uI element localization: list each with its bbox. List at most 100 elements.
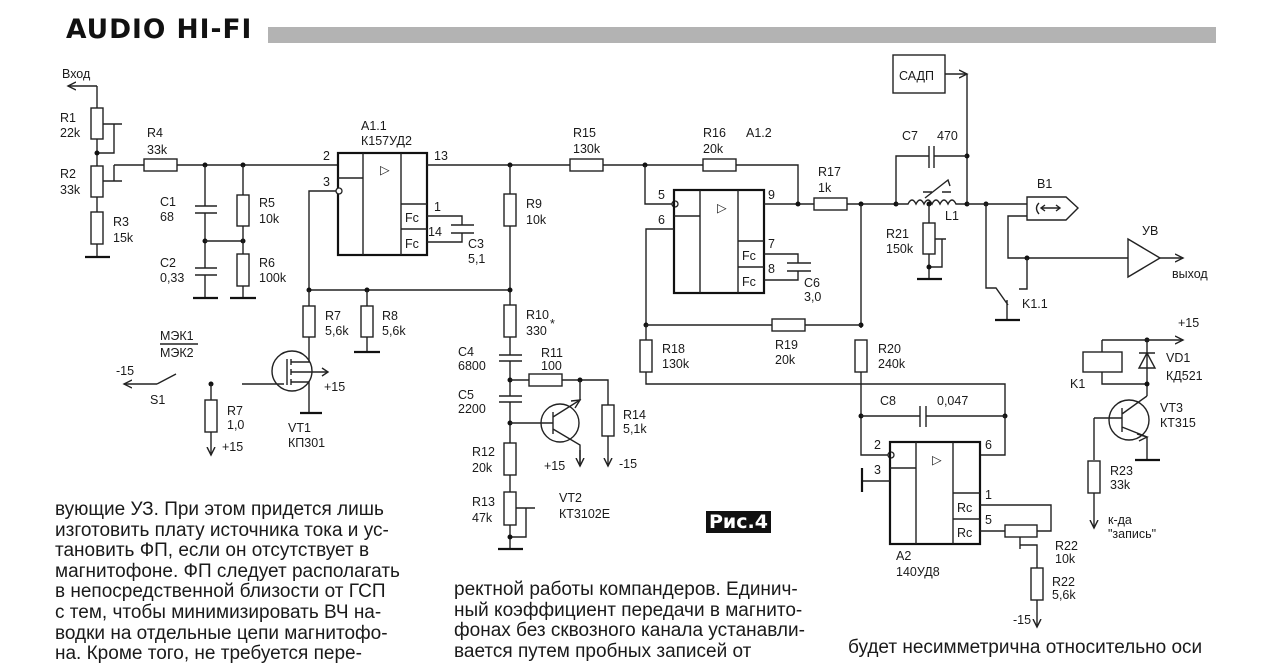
- C7-ref: C7: [902, 129, 918, 143]
- pin-8: 8: [768, 262, 775, 276]
- C5-value: 2200: [458, 402, 486, 416]
- R9-ref: R9: [526, 197, 542, 211]
- R18-ref: R18: [662, 342, 685, 356]
- amp-triangle-icon: ▷: [717, 201, 727, 215]
- S1-mode-top: МЭК1: [160, 329, 194, 343]
- VT2-part: КТ3102Е: [559, 507, 610, 521]
- R20-value: 240k: [878, 357, 906, 371]
- A1-1-part: К157УД2: [361, 134, 412, 148]
- R4-ref: R4: [147, 126, 163, 140]
- relay-section: +15 K1 VD1 КД521 VT3 КТ315 R23 33k к-да …: [1070, 316, 1203, 541]
- VT3-part: КТ315: [1160, 416, 1196, 430]
- text-line: вается путем пробных записей от: [454, 640, 752, 662]
- figure-label: Рис.4: [706, 511, 771, 533]
- C5-ref: C5: [458, 388, 474, 402]
- R23-note-2: "запись": [1108, 527, 1156, 541]
- resistor-R23: [1087, 460, 1101, 494]
- VT1-supply: +15: [324, 380, 345, 394]
- text-line: фонах без сквозного канала устанавли-: [454, 620, 805, 642]
- text-line: магнитофоне. ФП следует располагать: [55, 560, 400, 582]
- C3-ref: C3: [468, 237, 484, 251]
- R22b-supply: -15: [1013, 613, 1031, 627]
- K1-1-ref: K1.1: [1022, 297, 1048, 311]
- K1-supply: +15: [1178, 316, 1199, 330]
- A2-pin-3: 3: [874, 463, 881, 477]
- A1-1-ref: A1.1: [361, 119, 387, 133]
- R21-value: 150k: [886, 242, 914, 256]
- R15-ref: R15: [573, 126, 596, 140]
- playback-amp-UV: [1127, 237, 1162, 279]
- amp-triangle-icon: ▷: [380, 163, 390, 177]
- text-line: ректной работы компандеров. Единич-: [454, 579, 798, 600]
- R7b-supply: +15: [222, 440, 243, 454]
- C6-value: 3,0: [804, 290, 821, 304]
- S1-mode-bottom: МЭК2: [160, 346, 194, 360]
- pin-9: 9: [768, 188, 775, 202]
- R7b-value: 1,0: [227, 418, 244, 432]
- C2-ref: C2: [160, 256, 176, 270]
- R9-value: 10k: [526, 213, 547, 227]
- C1-ref: C1: [160, 195, 176, 209]
- R12-ref: R12: [472, 445, 495, 459]
- R3-value: 15k: [113, 231, 134, 245]
- resistor-R19: [771, 318, 806, 332]
- pin-5: 5: [658, 188, 665, 202]
- R16-value: 20k: [703, 142, 724, 156]
- text-line: тановить ФП, если он отсутствует в: [55, 540, 370, 562]
- A1-2-ref: A1.2: [746, 126, 772, 140]
- sadp-label: САДП: [899, 69, 934, 83]
- resistor-R8: [360, 305, 374, 338]
- article-column-3: будет несимметрична относительно оси: [848, 637, 1218, 659]
- A2-pin-5: 5: [985, 513, 992, 527]
- R6-ref: R6: [259, 256, 275, 270]
- fc-label-2: Fc: [405, 237, 419, 251]
- R15-value: 130k: [573, 142, 601, 156]
- R22b-ref: R22: [1052, 575, 1075, 589]
- resistor-R11: [528, 373, 563, 387]
- pin-3: 3: [323, 175, 330, 189]
- resistor-R7: [302, 305, 316, 338]
- output-label: выход: [1172, 267, 1208, 281]
- R11-value: 100: [541, 359, 562, 373]
- R3-ref: R3: [113, 215, 129, 229]
- VT1-part: КП301: [288, 436, 325, 450]
- C3-value: 5,1: [468, 252, 485, 266]
- R13-value: 47k: [472, 511, 493, 525]
- R19-value: 20k: [775, 353, 796, 367]
- C8-value: 0,047: [937, 394, 968, 408]
- C4-value: 6800: [458, 359, 486, 373]
- R23-ref: R23: [1110, 464, 1133, 478]
- resistor-R16: [702, 158, 737, 172]
- fc-label-4: Fc: [742, 275, 756, 289]
- input-section: Вход R1 22k R2 33k R3 15k: [60, 67, 134, 259]
- resistor-R5: [236, 194, 250, 227]
- R11-ref: R11: [541, 346, 563, 360]
- text-line: изготовить плату источника тока и ус-: [55, 519, 389, 541]
- resistor-R6: [236, 253, 250, 287]
- input-filter: R4 33k C1 68 C2 0,33 R5 10k R6 100k: [114, 126, 337, 300]
- fc-label-3: Fc: [742, 249, 756, 263]
- C7-value: 470: [937, 129, 958, 143]
- magazine-section-title: AUDIO HI-FI: [66, 14, 253, 45]
- K1-ref: K1: [1070, 377, 1085, 391]
- R2-ref: R2: [60, 167, 76, 181]
- pin-1: 1: [434, 200, 441, 214]
- R10-value: 330: [526, 324, 547, 338]
- R20-ref: R20: [878, 342, 901, 356]
- C4-ref: C4: [458, 345, 474, 359]
- resistor-R14: [601, 404, 615, 437]
- pin-2: 2: [323, 149, 330, 163]
- A2-pin-2: 2: [874, 438, 881, 452]
- R10-ref: R10: [526, 308, 549, 322]
- A2-part: 140УД8: [896, 565, 940, 579]
- VT2-supply: +15: [544, 459, 565, 473]
- VT3-ref: VT3: [1160, 401, 1183, 415]
- opamp-A1-1: ▷ Fc Fc A1.1 К157УД2 2 3 13 1 14 C3 5,1 …: [306, 119, 570, 310]
- C6-ref: C6: [804, 276, 820, 290]
- rc-label-2: Rc: [957, 526, 972, 540]
- R1-value: 22k: [60, 126, 81, 140]
- R23-note-1: к-да: [1108, 513, 1132, 527]
- R14-value: 5,1k: [623, 422, 647, 436]
- resistor-R4: [143, 158, 178, 172]
